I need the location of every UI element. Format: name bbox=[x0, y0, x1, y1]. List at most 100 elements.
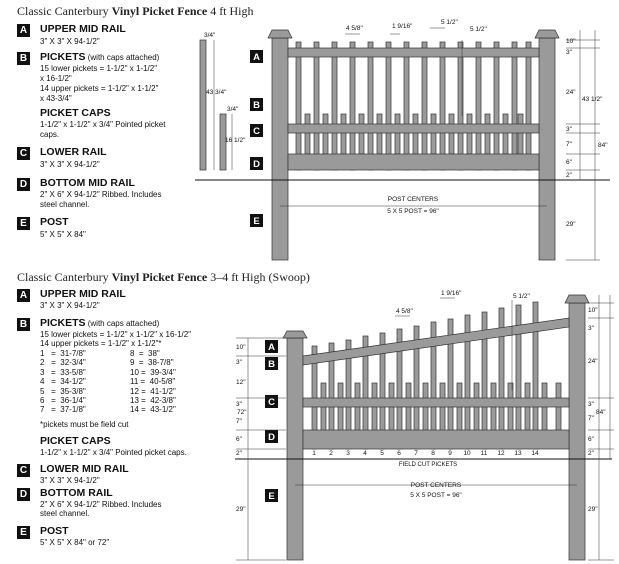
diagram-label-a: A bbox=[253, 52, 260, 63]
diagram-label-c: C bbox=[253, 126, 260, 137]
section1-heading-part2: 4 ft High bbox=[207, 4, 254, 18]
section2-heading-part1: Classic Canterbury bbox=[17, 270, 112, 284]
badge-a: A bbox=[17, 289, 30, 302]
post-centers-label: POST CENTERS bbox=[388, 196, 439, 203]
picket-length: 39-3/4" bbox=[150, 367, 176, 377]
loose-lower-picket bbox=[219, 113, 227, 171]
diagram-label-b: B bbox=[268, 359, 275, 370]
dim-label: 10" bbox=[588, 307, 598, 314]
picket-table-note: *pickets must be field cut bbox=[40, 420, 129, 429]
picket-number: 1 bbox=[312, 450, 316, 457]
picket-number: 9 bbox=[130, 358, 135, 368]
picket-length: 42-3/8" bbox=[150, 395, 176, 405]
spec-title: PICKET CAPS bbox=[40, 107, 111, 119]
equals: = bbox=[141, 405, 146, 415]
badge-c: C bbox=[17, 464, 30, 477]
table-row: 13 = 42-3/8" bbox=[130, 396, 176, 405]
lower-pickets bbox=[320, 382, 562, 434]
spec-line: x 16-1/2" bbox=[40, 74, 72, 83]
spec-line: 3" X 3" X 94-1/2" bbox=[40, 37, 100, 46]
spec-title: BOTTOM RAIL bbox=[40, 487, 113, 499]
picket-length: 37-1/8" bbox=[60, 405, 86, 415]
dim-label: 5 1/2" bbox=[441, 19, 458, 26]
table-row: 12 = 41-1/2" bbox=[130, 387, 176, 396]
dim-label: 1 9/16" bbox=[392, 23, 413, 30]
spec-title: LOWER MID RAIL bbox=[40, 463, 129, 475]
picket-length: 35-3/8" bbox=[60, 386, 86, 396]
dim-label: 7" bbox=[566, 141, 573, 148]
loose-upper-picket bbox=[199, 39, 207, 171]
post-cap-right bbox=[564, 294, 590, 304]
spec-line: steel channel. bbox=[40, 200, 90, 209]
spec-title: UPPER MID RAIL bbox=[40, 288, 126, 300]
table-row: 7 = 37-1/8" bbox=[40, 405, 86, 414]
dim-label: 7" bbox=[236, 418, 243, 425]
table-row: 1 = 31-7/8" bbox=[40, 349, 86, 358]
spec-title: BOTTOM MID RAIL bbox=[40, 177, 135, 189]
spec-line: 5" X 5" X 84" or 72" bbox=[40, 538, 110, 547]
fence-diagram-4ft: A B C D E 3/4" 43 3/4" 3/4" 16 1/2" 4 5/… bbox=[195, 19, 610, 261]
fence-diagram-swoop: A B C D E 4 5/8" 1 9/16" 5 1/2" 10" 3" 1… bbox=[235, 290, 614, 561]
picket-number: 12 bbox=[130, 386, 139, 396]
dim-label: 29" bbox=[236, 506, 246, 513]
dim-label: 4 5/8" bbox=[346, 25, 363, 32]
picket-number: 12 bbox=[497, 450, 505, 457]
upper-pickets bbox=[311, 301, 539, 450]
spec-line: 3" X 3" X 94-1/2" bbox=[40, 476, 100, 485]
post-left bbox=[286, 337, 304, 561]
spec-subtitle: (with caps attached) bbox=[85, 53, 160, 62]
picket-length: 32-3/4" bbox=[60, 358, 86, 368]
spec-title: PICKETS (with caps attached) bbox=[40, 52, 159, 63]
spec-line: x 43-3/4" bbox=[40, 94, 72, 103]
dim-label: 29" bbox=[588, 506, 598, 513]
post-right bbox=[568, 302, 586, 561]
spec-line: 14 upper pickets = 1-1/2" x 1-1/2" bbox=[40, 84, 159, 93]
post-left bbox=[271, 37, 289, 261]
table-row: 3 = 33-5/8" bbox=[40, 368, 86, 377]
badge-e: E bbox=[17, 217, 30, 230]
badge-c: C bbox=[17, 147, 30, 160]
dim-label: 84" bbox=[596, 409, 606, 416]
spec-title-text: PICKETS bbox=[40, 317, 86, 329]
picket-length: 36-1/4" bbox=[60, 395, 86, 405]
dim-label: 43 3/4" bbox=[206, 89, 227, 96]
picket-number: 5 bbox=[40, 386, 45, 396]
table-row: 5 = 35-3/8" bbox=[40, 387, 86, 396]
picket-number: 7 bbox=[40, 405, 45, 415]
upper-pickets bbox=[295, 41, 532, 171]
badge-e: E bbox=[17, 526, 30, 539]
dim-label: 7" bbox=[588, 415, 595, 422]
dim-label: 10" bbox=[236, 344, 246, 351]
post-centers-label: POST CENTERS bbox=[411, 482, 462, 489]
picket-number: 3 bbox=[40, 367, 45, 377]
rail-d bbox=[302, 429, 570, 450]
spec-line: 15 lower pickets = 1-1/2" x 1-1/2" bbox=[40, 64, 158, 73]
spec-title: POST bbox=[40, 525, 69, 537]
dim-label: 72" bbox=[237, 409, 247, 416]
post-spec-label: 5 X 5 POST = 96" bbox=[387, 208, 439, 215]
rail-c bbox=[302, 397, 570, 408]
picket-number-row: 1 2 3 4 5 6 7 8 9 10 11 12 13 14 bbox=[312, 450, 539, 457]
post-right bbox=[538, 37, 556, 261]
equals: = bbox=[141, 395, 146, 405]
dim-label: 3/4" bbox=[227, 106, 239, 113]
rail-a-swoop bbox=[302, 317, 570, 366]
dim-label: 6" bbox=[566, 159, 573, 166]
dim-label: 29" bbox=[566, 221, 576, 228]
section1-heading: Classic Canterbury Vinyl Picket Fence 4 … bbox=[17, 4, 254, 19]
diagram-labels bbox=[265, 340, 278, 502]
spec-line: 2" X 6" X 94-1/2" Ribbed. Includes bbox=[40, 190, 162, 199]
dim-label: 3/4" bbox=[204, 32, 216, 39]
badge-a: A bbox=[17, 24, 30, 37]
dim-label: 3" bbox=[566, 126, 573, 133]
section1-heading-part1: Classic Canterbury bbox=[17, 4, 112, 18]
field-cut-label: FIELD CUT PICKETS bbox=[399, 462, 457, 468]
dim-label: 4 5/8" bbox=[396, 308, 413, 315]
dim-label: 6" bbox=[588, 436, 595, 443]
spec-title: UPPER MID RAIL bbox=[40, 23, 126, 35]
picket-number: 4 bbox=[40, 377, 45, 387]
picket-table-right: 8 = 38" 9 = 38-7/8" 10 = 39-3/4" 11 = 40… bbox=[130, 349, 176, 415]
dim-label: 12" bbox=[236, 379, 246, 386]
picket-number: 13 bbox=[130, 395, 139, 405]
section2-heading-bold: Vinyl Picket Fence bbox=[111, 270, 208, 284]
